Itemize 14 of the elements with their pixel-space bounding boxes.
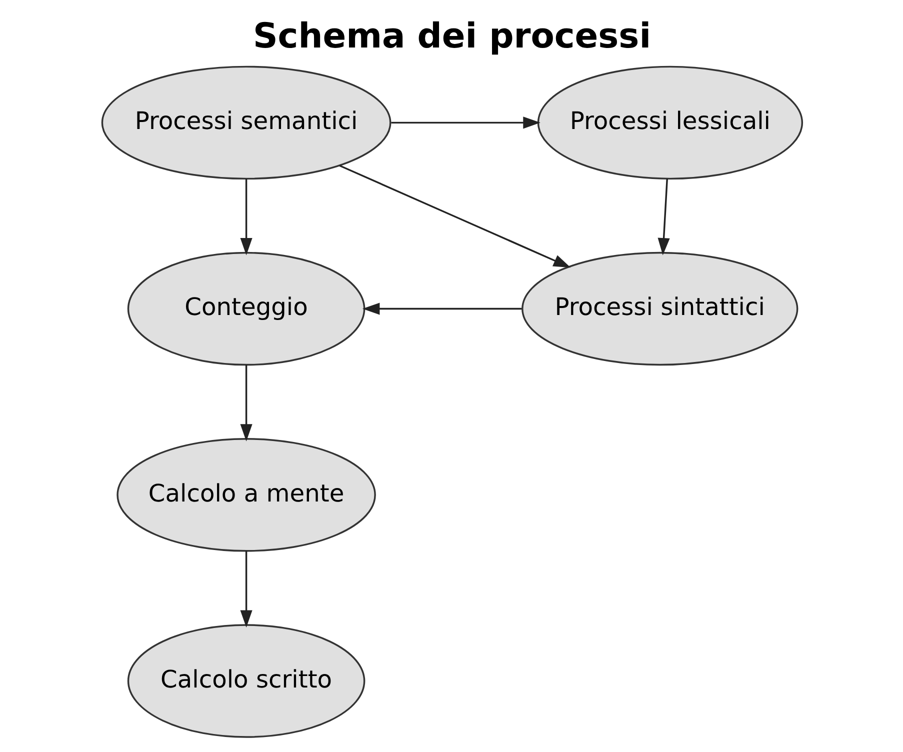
- node-ellipse: Calcolo a mente: [116, 438, 376, 552]
- node-ellipse: Calcolo scritto: [126, 624, 365, 738]
- arrow: [240, 178, 252, 256]
- node-ellipse: Processi semantici: [100, 66, 391, 180]
- arrow: [657, 178, 670, 256]
- arrow: [362, 302, 522, 315]
- arrow: [240, 550, 252, 628]
- arrow: [240, 364, 252, 442]
- node-ellipse: Processi sintattici: [521, 252, 798, 366]
- diagram-title: Schema dei processi: [252, 16, 651, 57]
- node-ellipse: Conteggio: [126, 252, 365, 366]
- node-ellipse: Processi lessicali: [536, 66, 803, 180]
- arrow: [338, 164, 570, 268]
- arrow: [390, 116, 540, 129]
